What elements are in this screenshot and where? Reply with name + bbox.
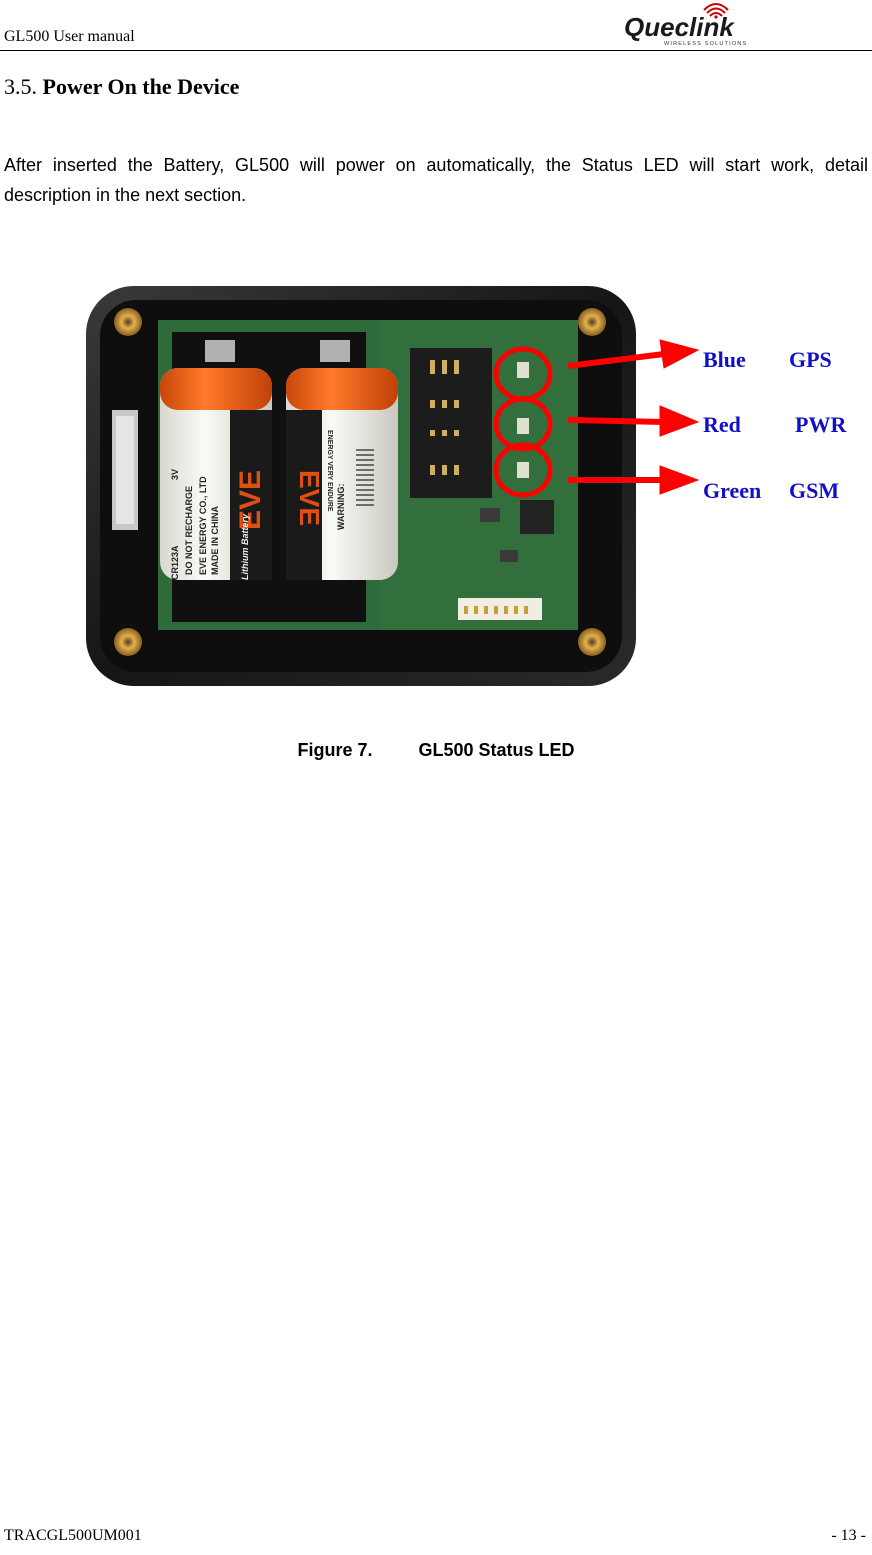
right-battery-warning: WARNING: <box>336 484 346 531</box>
led-color: Blue <box>703 347 746 372</box>
footer-doc-code: TRACGL500UM001 <box>4 1527 142 1544</box>
figure-caption-text: GL500 Status LED <box>418 740 575 760</box>
left-battery-line: DO NOT RECHARGE <box>184 486 194 575</box>
header-doc-title: GL500 User manual <box>4 28 135 45</box>
section-title: Power On the Device <box>42 74 240 99</box>
device-photo: EVE CR123A 3V DO NOT RECHARGE EVE ENERGY… <box>86 286 636 686</box>
led-function: GSM <box>789 478 840 503</box>
left-battery-line: MADE IN CHINA <box>210 506 220 575</box>
left-battery-brand: EVE <box>234 470 267 530</box>
led-color: Green <box>703 478 762 503</box>
led-label-green: Green GSM <box>703 478 839 504</box>
queclink-logo: Queclink WIRELESS SOLUTIONS <box>624 3 747 47</box>
footer-page-number: - 13 - <box>831 1527 866 1544</box>
figure-caption: Figure 7. GL500 Status LED <box>0 740 872 761</box>
logo-wordmark: Queclink <box>624 12 735 42</box>
status-leds <box>517 362 529 478</box>
right-battery-tagline: ENERGY VERY ENDURE <box>326 430 333 512</box>
figure-label: Figure 7. <box>297 740 373 760</box>
body-paragraph: After inserted the Battery, GL500 will p… <box>4 155 868 205</box>
led-label-blue: Blue GPS <box>703 347 832 373</box>
led-label-red: Red PWR <box>703 412 846 438</box>
section-number: 3.5. <box>4 74 37 99</box>
section-heading: 3.5. Power On the Device <box>4 74 239 100</box>
left-battery-line: Lithium Battery <box>240 513 250 580</box>
led-arrows <box>567 339 700 495</box>
led-function: PWR <box>795 412 847 437</box>
header-rule <box>0 50 872 51</box>
right-battery-brand: EVE <box>294 470 325 526</box>
led-highlight-circles <box>493 346 553 498</box>
logo-subtext: WIRELESS SOLUTIONS <box>664 41 747 47</box>
left-battery-line: CR123A <box>170 545 180 580</box>
led-color: Red <box>703 412 741 437</box>
left-battery-line: 3V <box>170 469 180 480</box>
led-function: GPS <box>789 347 832 372</box>
left-battery-line: EVE ENERGY CO., LTD <box>198 476 208 575</box>
